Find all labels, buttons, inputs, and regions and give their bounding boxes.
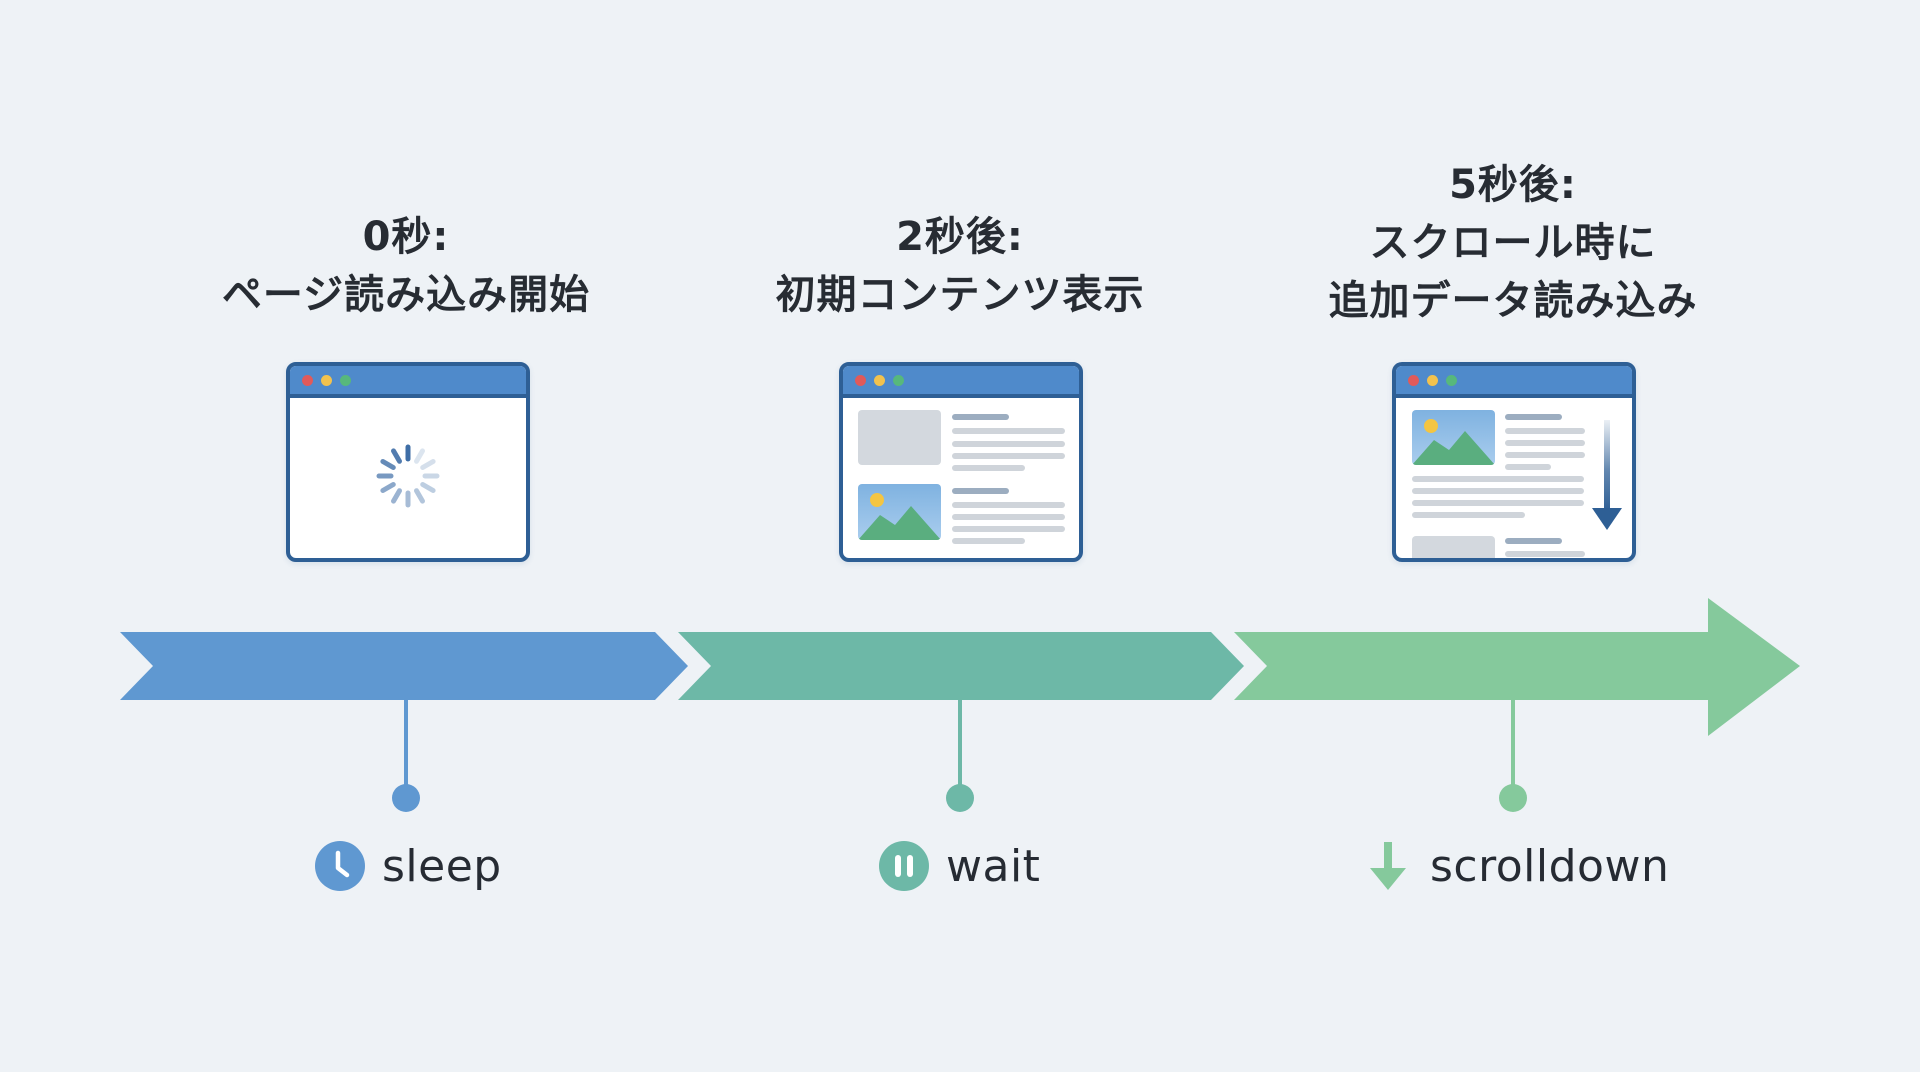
pause-icon	[878, 840, 930, 892]
browser-window-scrolling	[1392, 362, 1636, 562]
step-1-time: 0秒:	[362, 214, 450, 260]
text-line	[952, 441, 1065, 447]
window-maximize-dot	[340, 375, 351, 386]
text-line	[1505, 464, 1551, 470]
action-label: wait	[946, 840, 1041, 892]
clock-icon	[314, 840, 366, 892]
spinner-tick	[391, 448, 402, 464]
action-wait: wait	[878, 836, 1040, 896]
spinner-tick	[420, 482, 436, 493]
action-sleep: sleep	[314, 836, 502, 896]
window-close-dot	[1408, 375, 1419, 386]
landscape-image-icon	[1412, 410, 1495, 465]
window-minimize-dot	[321, 375, 332, 386]
step-2-description: 初期コンテンツ表示	[775, 272, 1145, 318]
spinner-tick	[380, 482, 396, 493]
step-1-title: 0秒: ページ読み込み開始	[126, 208, 686, 324]
step-2-time: 2秒後:	[896, 214, 1024, 260]
spinner-tick	[391, 488, 402, 504]
window-maximize-dot	[893, 375, 904, 386]
step-3-node	[1499, 784, 1527, 812]
scroll-down-arrow-icon	[1592, 420, 1622, 530]
window-minimize-dot	[874, 375, 885, 386]
text-line	[952, 538, 1025, 544]
step-2-title: 2秒後: 初期コンテンツ表示	[680, 208, 1240, 324]
text-line	[1412, 512, 1525, 518]
text-heading-line	[1505, 414, 1562, 420]
window-minimize-dot	[1427, 375, 1438, 386]
browser-title-bar	[1396, 366, 1632, 398]
step-2-node	[946, 784, 974, 812]
step-3-title: 5秒後: スクロール時に 追加データ読み込み	[1233, 156, 1793, 330]
landscape-image-icon	[858, 484, 941, 540]
browser-title-bar	[290, 366, 526, 398]
text-heading-line	[1505, 538, 1562, 544]
spinner-tick	[380, 459, 396, 470]
spinner-tick	[414, 488, 425, 504]
image-placeholder	[858, 410, 941, 465]
action-label: scrolldown	[1430, 840, 1670, 892]
loading-spinner-icon	[376, 444, 440, 508]
browser-window-loading	[286, 362, 530, 562]
browser-content	[1396, 398, 1632, 558]
browser-content	[843, 398, 1079, 558]
spinner-tick	[414, 448, 425, 464]
text-line	[1412, 500, 1584, 506]
step-1-connector	[404, 700, 408, 786]
window-maximize-dot	[1446, 375, 1457, 386]
text-heading-line	[952, 488, 1009, 494]
step-1-node	[392, 784, 420, 812]
step-1-description: ページ読み込み開始	[221, 272, 591, 318]
spinner-tick	[420, 459, 436, 470]
arrow-down-icon	[1362, 840, 1414, 892]
timeline-segment-1	[120, 632, 688, 700]
browser-window-initial-content	[839, 362, 1083, 562]
action-scrolldown: scrolldown	[1362, 836, 1669, 896]
text-line	[952, 428, 1065, 434]
text-line	[1412, 476, 1584, 482]
text-line	[1412, 488, 1584, 494]
text-line	[1505, 440, 1585, 446]
text-heading-line	[952, 414, 1009, 420]
step-3-connector	[1511, 700, 1515, 786]
text-line	[952, 502, 1065, 508]
window-close-dot	[302, 375, 313, 386]
timeline-segment-3	[1234, 598, 1800, 736]
step-3-description-line-2: 追加データ読み込み	[1328, 278, 1698, 324]
browser-content	[290, 398, 526, 558]
text-line	[952, 465, 1025, 471]
browser-title-bar	[843, 366, 1079, 398]
step-2-connector	[958, 700, 962, 786]
text-line	[952, 453, 1065, 459]
text-line	[1505, 428, 1585, 434]
text-line	[1505, 551, 1585, 557]
timeline-segment-2	[678, 632, 1244, 700]
image-placeholder	[1412, 536, 1495, 558]
step-3-time: 5秒後:	[1449, 162, 1577, 208]
action-label: sleep	[382, 840, 502, 892]
text-line	[1505, 452, 1585, 458]
window-close-dot	[855, 375, 866, 386]
text-line	[952, 514, 1065, 520]
step-3-description-line-1: スクロール時に	[1369, 220, 1657, 266]
text-line	[952, 526, 1065, 532]
